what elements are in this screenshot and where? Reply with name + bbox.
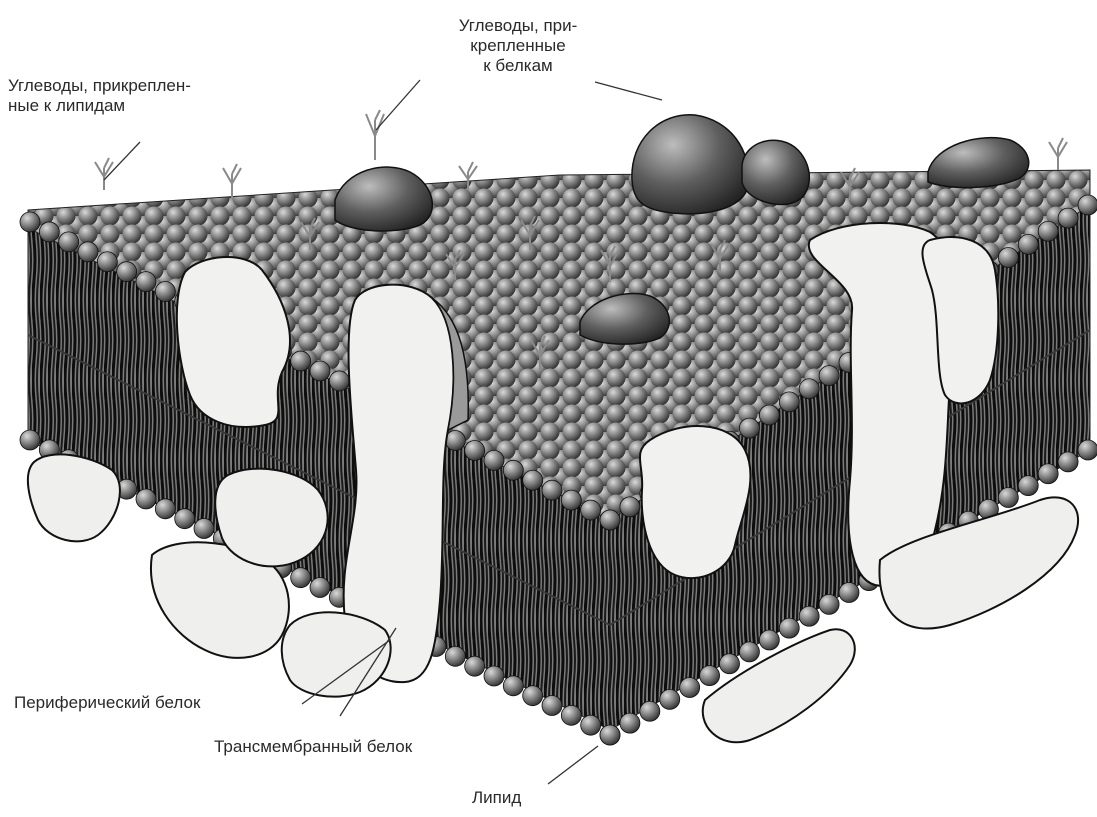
lipid-head [503,676,523,696]
lipid-head [1018,476,1038,496]
lipid-head [620,713,640,733]
lipid-head [739,642,759,662]
lipid-head [291,568,311,588]
lipid-head [998,488,1018,508]
lipid-head [799,606,819,626]
lipid-head [484,450,504,470]
carbohydrate-branch [1049,138,1067,170]
peripheral-protein-left-small [28,454,120,541]
lipid-head [1038,221,1058,241]
label-line: ные к липидам [8,96,191,116]
surface-protein-large-second [742,140,809,204]
lipid-head [581,715,601,735]
lipid-head [20,212,40,232]
lipid-head [640,701,660,721]
carbohydrate-branch [223,164,241,198]
surface-protein-large [632,115,749,214]
lipid-head [779,618,799,638]
lipid-head [819,594,839,614]
lipid-head [329,371,349,391]
lipid-head [155,499,175,519]
lipid-head [779,392,799,412]
label-line: к белкам [418,56,618,76]
lipid-head [310,578,330,598]
surface-protein-left [335,167,432,231]
lipid-head [465,656,485,676]
lipid-head [620,497,640,517]
label-line: крепленные [418,36,618,56]
lipid-head [542,480,562,500]
lipid-head [155,282,175,302]
lipid-head [175,509,195,529]
lipid-head [839,583,859,603]
lipid-head [720,654,740,674]
lipid-head [600,725,620,745]
lipid-head [759,630,779,650]
lipid-head [542,696,562,716]
lipid-head [136,489,156,509]
lipid-head [819,366,839,386]
leader-lipid-carbs [104,142,140,180]
lipid-head [465,440,485,460]
carbohydrate-branch [366,110,384,160]
lipid-head [561,705,581,725]
leader-protein-carbs-left [376,80,420,130]
lipid-head [759,405,779,425]
lipid-head [503,460,523,480]
label-carbs-attached-to-proteins: Углеводы, при- крепленные к белкам [418,16,618,76]
lipid-head [117,262,137,282]
label-transmembrane-protein: Трансмембранный белок [214,737,412,757]
leader-protein-carbs-right [595,82,662,100]
lipid-head [484,666,504,686]
label-line: Углеводы, прикреплен- [8,76,191,96]
lipid-head [523,470,543,490]
label-line: Углеводы, при- [418,16,618,36]
lipid-head [1038,464,1058,484]
lipid-head [739,418,759,438]
lipid-head [310,361,330,381]
peripheral-protein-bottom [282,612,391,696]
label-peripheral-protein: Периферический белок [14,693,200,713]
lipid-head [1018,234,1038,254]
lipid-head [561,490,581,510]
lipid-head [799,379,819,399]
lipid-head [194,519,214,539]
lipid-head [660,689,680,709]
lipid-head [1058,452,1078,472]
lipid-head [136,272,156,292]
label-carbs-attached-to-lipids: Углеводы, прикреплен- ные к липидам [8,76,191,116]
lipid-head [1078,440,1097,460]
lipid-head [600,510,620,530]
lipid-head [97,252,117,272]
lipid-head [39,222,59,242]
lipid-head [700,666,720,686]
lipid-head [581,500,601,520]
lipid-head [445,646,465,666]
lipid-head [998,248,1018,268]
leader-lipid [548,746,598,784]
lipid-head [291,351,311,371]
peripheral-protein-center [215,469,327,567]
surface-protein-right [928,138,1029,188]
lipid-head [1058,208,1078,228]
lipid-head [78,242,98,262]
label-lipid: Липид [472,788,521,808]
lipid-head [59,232,79,252]
lipid-head [20,430,40,450]
lipid-head [680,678,700,698]
lipid-head [1078,195,1097,215]
lipid-head [523,686,543,706]
